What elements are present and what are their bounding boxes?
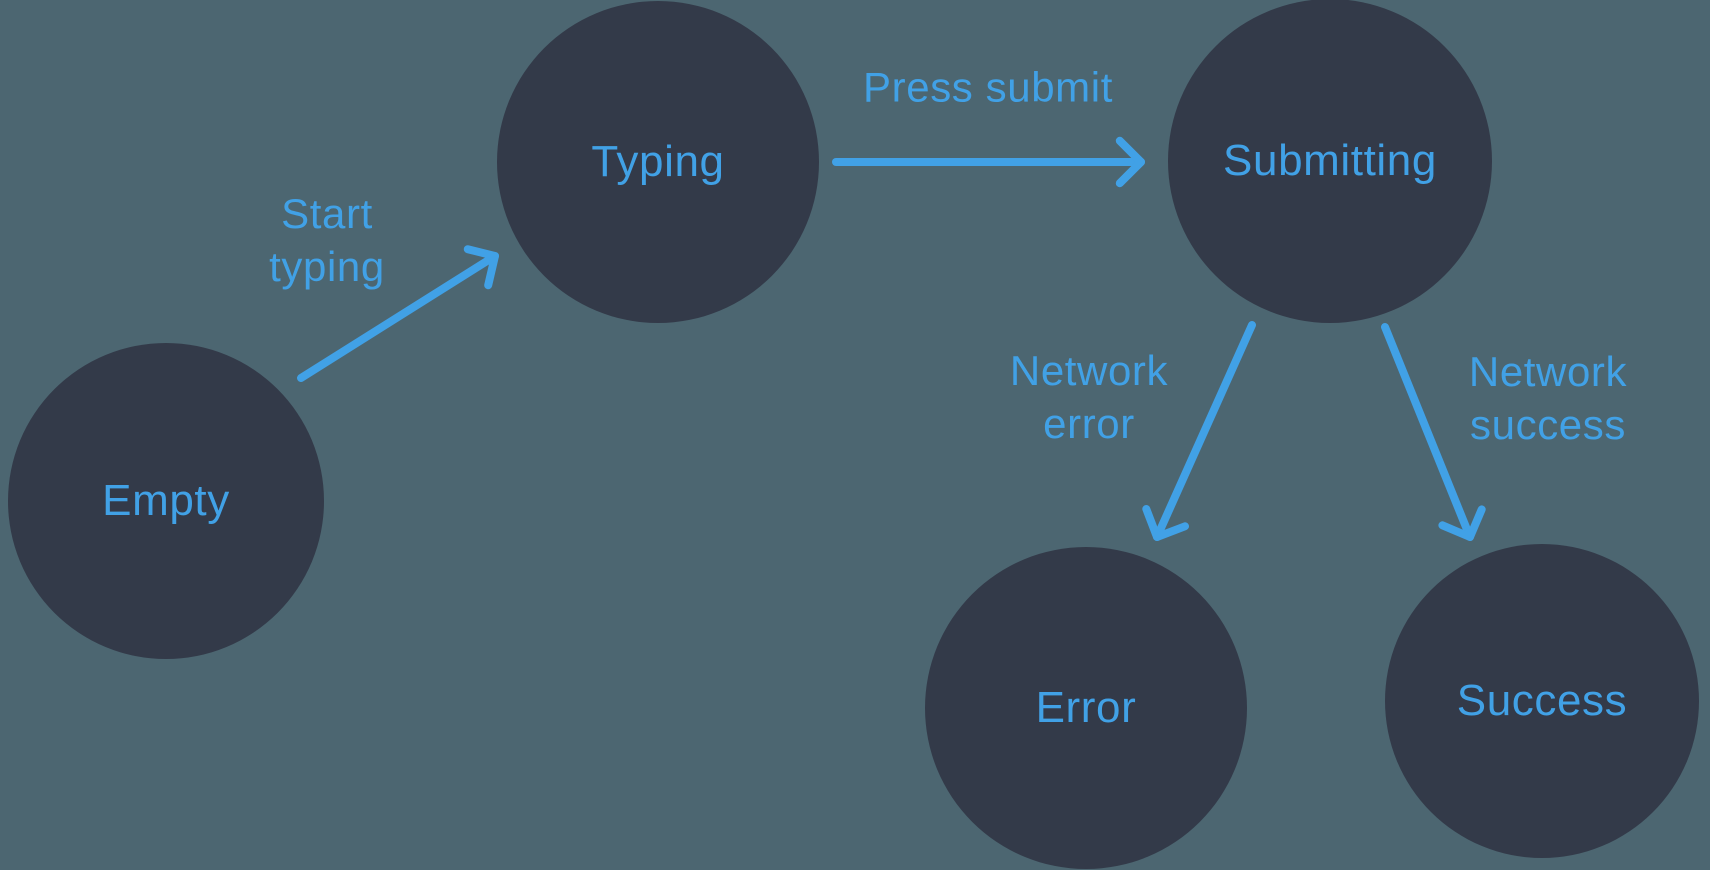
transition-label-line: success	[1470, 401, 1626, 448]
transition-arrow-typing-submitting	[832, 136, 1145, 188]
transition-label-line: typing	[269, 243, 385, 290]
transition-label-network-error: Network error	[1010, 344, 1168, 450]
state-node-error: Error	[925, 547, 1247, 869]
state-node-label: Typing	[591, 137, 725, 186]
transition-label-line: error	[1043, 400, 1135, 447]
state-node-typing: Typing	[497, 1, 819, 323]
state-node-label: Submitting	[1223, 136, 1437, 185]
arrow-head-icon	[1115, 136, 1145, 188]
arrow-shaft	[1381, 323, 1474, 541]
transition-label-start-typing: Start typing	[269, 187, 385, 293]
state-node-label: Success	[1456, 676, 1628, 725]
state-node-submitting: Submitting	[1168, 0, 1492, 323]
transition-label-line: Network	[1468, 348, 1628, 395]
transition-label-line: Network	[1009, 347, 1169, 394]
transition-arrow-submitting-success	[1381, 323, 1486, 541]
arrow-head-icon	[1438, 505, 1486, 541]
transition-label-network-success: Network success	[1469, 345, 1627, 451]
arrow-head-icon	[1142, 505, 1189, 541]
transition-label-press-submit: Press submit	[863, 61, 1113, 114]
state-node-empty: Empty	[8, 343, 324, 659]
arrow-shaft	[1153, 321, 1256, 541]
transition-label-line: Start	[281, 190, 373, 237]
state-node-label: Error	[1035, 683, 1137, 732]
state-node-success: Success	[1385, 544, 1699, 858]
arrow-head-icon	[463, 245, 499, 290]
transition-label-line: Press submit	[863, 63, 1113, 111]
state-node-label: Empty	[102, 476, 230, 525]
